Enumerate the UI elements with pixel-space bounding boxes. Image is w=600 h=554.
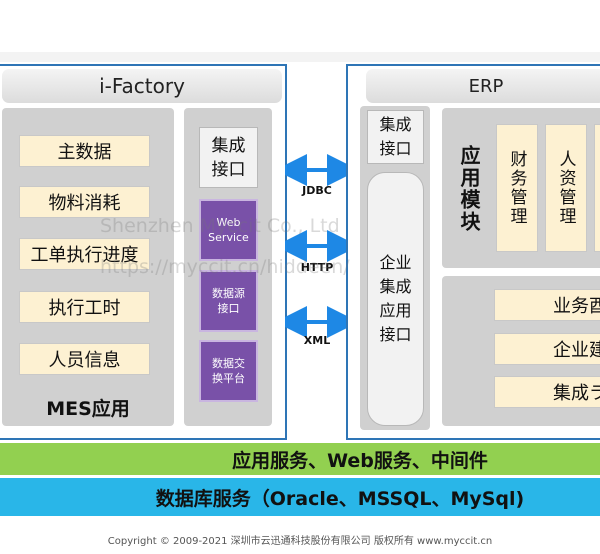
erp-lower-item-2: 企业建 <box>494 333 600 365</box>
protocol-xml: XML <box>303 334 331 347</box>
mes-item-work-order: 工单执行进度 <box>19 238 150 270</box>
protocol-jdbc: JDBC <box>302 184 332 197</box>
erp-lower-item-1: 业务酉 <box>494 289 600 321</box>
erp-integration-interface: 集成接口 <box>367 110 424 164</box>
protocol-http: HTTP <box>300 261 334 274</box>
erp-module-extra <box>594 124 600 252</box>
mes-item-material: 物料消耗 <box>19 186 150 218</box>
data-exchange-box: 数据交换平台 <box>199 340 258 402</box>
left-integration-interface: 集成接口 <box>199 127 258 188</box>
datasource-interface-box: 数据源接口 <box>199 270 258 332</box>
web-service-box: Web Service <box>199 199 258 261</box>
watermark-company: Shenzhen Myccit Co., Ltd <box>100 215 340 237</box>
erp-module-finance: 财务管理 <box>496 124 538 252</box>
mes-item-master-data: 主数据 <box>19 135 150 167</box>
database-banner: 数据库服务（Oracle、MSSQL、MySql) <box>0 478 600 516</box>
watermark-url: https://myccit.cn/hiddeen/ <box>100 256 350 278</box>
erp-lower-item-3: 集成ラ <box>494 376 600 408</box>
erp-title: ERP <box>366 69 600 103</box>
footer-copyright: Copyright © 2009-2021 深圳市云迅通科技股份有限公司 版权所… <box>107 536 493 547</box>
protocol-arrows <box>285 154 349 338</box>
application-module-label: 应用模块 <box>457 145 481 233</box>
mes-item-personnel: 人员信息 <box>19 343 150 375</box>
middleware-banner: 应用服务、Web服务、中间件 <box>0 443 600 475</box>
mes-item-work-hours: 执行工时 <box>19 291 150 323</box>
erp-module-hr: 人资管理 <box>545 124 587 252</box>
mes-label: MES应用 <box>46 398 130 420</box>
ifactory-title: i-Factory <box>2 69 282 103</box>
top-strip <box>0 52 600 62</box>
erp-enterprise-integration: 企业集成应用接口 <box>367 172 424 426</box>
